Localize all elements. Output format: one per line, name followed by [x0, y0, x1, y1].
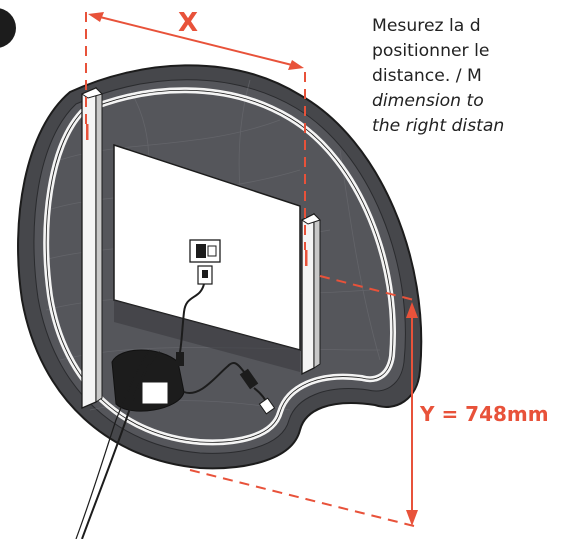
instruction-text: Mesurez la d positionner le distance. / …	[372, 14, 563, 144]
instruction-line: dimension to	[372, 91, 484, 111]
power-socket	[189, 239, 221, 285]
y-arrow-bottom	[406, 510, 418, 526]
instruction-line: distance. / M	[372, 66, 482, 86]
y-arrow-top	[406, 302, 418, 318]
right-bracket	[301, 212, 321, 376]
panel-shadow	[114, 300, 300, 372]
instruction-line: the right distan	[372, 116, 505, 136]
power-cord-secondary	[75, 349, 151, 540]
x-dimension-line	[95, 15, 297, 67]
instruction-line: positionner le	[372, 41, 490, 61]
x-arrow-left	[88, 12, 104, 22]
led-strip-outline	[45, 89, 394, 443]
transformer-box	[111, 349, 185, 412]
x-arrow-right	[288, 60, 304, 70]
y-guide-bottom	[189, 469, 415, 527]
left-bracket	[80, 86, 103, 409]
socket-cable	[179, 283, 205, 353]
step-badge	[0, 8, 16, 48]
x-dimension-label: X	[178, 8, 200, 38]
connector-cable	[183, 362, 247, 395]
y-dimension-label: Y = 748mm	[420, 402, 549, 426]
connector	[239, 368, 276, 415]
power-cord	[81, 351, 161, 540]
instruction-line: Mesurez la d	[372, 16, 481, 36]
